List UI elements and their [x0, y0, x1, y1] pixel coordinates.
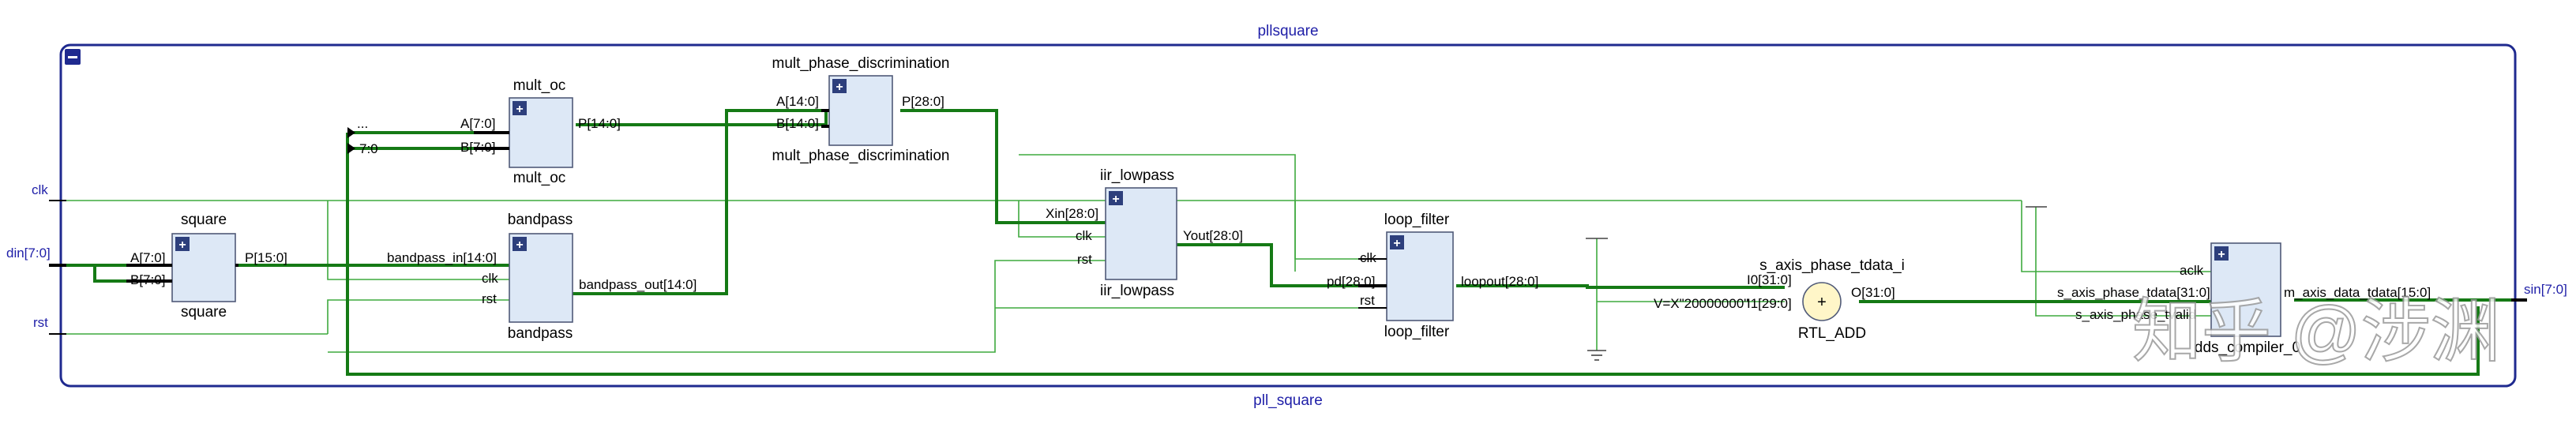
hierarchy-frame: [59, 43, 2517, 388]
svg-text:bandpass: bandpass: [508, 212, 573, 228]
svg-text:s_axis_phase_tvalid: s_axis_phase_tvalid: [2075, 307, 2196, 322]
svg-text:P[14:0]: P[14:0]: [578, 116, 621, 131]
watermark: 知乎 @涉渊: [2132, 292, 2500, 370]
svg-text:loopout[28:0]: loopout[28:0]: [1461, 274, 1538, 289]
block-mult-oc[interactable]: mult_oc + A[7:0] B[7:0] P[14:0] mult_oc: [460, 77, 621, 186]
svg-text:s_axis_phase_tdata_i: s_axis_phase_tdata_i: [1759, 257, 1905, 274]
expand-icon[interactable]: [832, 79, 847, 93]
minus-icon: [68, 56, 77, 58]
svg-text:s_axis_phase_tdata[31:0]: s_axis_phase_tdata[31:0]: [2057, 285, 2210, 300]
net-label: ...: [357, 116, 368, 131]
wire-clk-iir: [1018, 201, 1106, 238]
expand-icon[interactable]: [513, 237, 527, 251]
bus-loopout: [1456, 284, 1785, 289]
bottom-title: pll_square: [1253, 392, 1323, 409]
svg-text:B[7:0]: B[7:0]: [460, 140, 495, 155]
svg-text:square: square: [181, 304, 227, 321]
svg-text:mult_phase_discrimination: mult_phase_discrimination: [772, 55, 950, 72]
svg-text:+: +: [836, 81, 843, 94]
svg-text:Yout[28:0]: Yout[28:0]: [1183, 228, 1243, 243]
svg-text:I1[29:0]: I1[29:0]: [1747, 296, 1792, 311]
svg-text:pd[28:0]: pd[28:0]: [1327, 274, 1375, 289]
svg-text:B[14:0]: B[14:0]: [776, 116, 819, 131]
svg-text:m_axis_data_tdata[15:0]: m_axis_data_tdata[15:0]: [2284, 285, 2431, 300]
svg-text:mult_phase_discrimination: mult_phase_discrimination: [772, 148, 950, 164]
svg-text:A[7:0]: A[7:0]: [130, 250, 165, 265]
svg-text:A[14:0]: A[14:0]: [776, 94, 819, 109]
svg-text:rst: rst: [482, 291, 497, 306]
block-mult-phase-discrimination[interactable]: mult_phase_discrimination + A[14:0] B[14…: [772, 55, 950, 164]
port-sin[interactable]: sin[7:0]: [2511, 282, 2567, 302]
svg-text:bandpass: bandpass: [508, 325, 573, 342]
net-label: 7:0: [359, 141, 378, 156]
plus-icon: +: [1817, 294, 1827, 311]
expand-icon[interactable]: [2214, 246, 2229, 261]
svg-text:rst: rst: [1360, 293, 1375, 308]
port-din[interactable]: din[7:0]: [6, 246, 66, 267]
bus-iir-out: [1177, 243, 1358, 287]
svg-text:mult_oc: mult_oc: [513, 170, 566, 186]
svg-text:sin[7:0]: sin[7:0]: [2524, 282, 2567, 297]
svg-text:I0[31:0]: I0[31:0]: [1747, 272, 1792, 287]
svg-text:square: square: [181, 212, 227, 228]
wire-clk-bandpass: [327, 201, 509, 280]
svg-text:O[31:0]: O[31:0]: [1851, 285, 1895, 300]
svg-text:clk: clk: [32, 182, 48, 197]
svg-text:RTL_ADD: RTL_ADD: [1798, 325, 1866, 342]
bus-bandpass-mult: [565, 109, 837, 295]
svg-text:bandpass_out[14:0]: bandpass_out[14:0]: [579, 277, 697, 292]
wire-rst-bandpass: [327, 299, 509, 334]
bus-feedback: [346, 133, 2480, 376]
const-value: V=X"20000000": [1654, 296, 1748, 311]
wire-clk-loopfilter: [1294, 201, 1358, 260]
svg-text:+: +: [516, 238, 523, 252]
svg-text:P[15:0]: P[15:0]: [245, 250, 287, 265]
svg-text:bandpass_in[14:0]: bandpass_in[14:0]: [387, 250, 497, 265]
block-bandpass[interactable]: bandpass + bandpass_in[14:0] clk rst ban…: [387, 212, 697, 342]
svg-text:dds_compiler_0: dds_compiler_0: [2195, 339, 2300, 356]
bus-din: [62, 264, 126, 283]
collapse-button[interactable]: [65, 49, 81, 65]
block-square[interactable]: square + A[7:0] B[7:0] P[15:0] square: [126, 212, 287, 321]
svg-text:A[7:0]: A[7:0]: [460, 116, 495, 131]
svg-text:+: +: [1112, 193, 1119, 206]
svg-text:+: +: [1393, 237, 1400, 250]
block-loop-filter[interactable]: loop_filter + clk pd[28:0] rst loopout[2…: [1327, 212, 1538, 340]
svg-text:+: +: [178, 238, 186, 252]
expand-icon[interactable]: [513, 101, 527, 115]
svg-text:loop_filter: loop_filter: [1384, 212, 1450, 228]
bus-mult-phase-out: [900, 109, 1106, 224]
svg-text:iir_lowpass: iir_lowpass: [1100, 167, 1174, 184]
port-clk[interactable]: clk: [32, 182, 66, 201]
svg-text:clk: clk: [482, 271, 498, 286]
svg-text:B[7:0]: B[7:0]: [130, 272, 165, 287]
svg-text:clk: clk: [1076, 228, 1092, 243]
top-title: pllsquare: [1257, 23, 1318, 39]
svg-text:+: +: [516, 103, 523, 116]
svg-text:rst: rst: [33, 315, 48, 330]
svg-text:clk: clk: [1360, 250, 1376, 265]
block-iir-lowpass[interactable]: iir_lowpass + Xin[28:0] clk rst Yout[28:…: [1046, 167, 1243, 299]
wire-misc: [1019, 154, 1296, 272]
svg-text:rst: rst: [1077, 252, 1092, 267]
svg-text:+: +: [2217, 248, 2225, 261]
svg-text:iir_lowpass: iir_lowpass: [1100, 283, 1174, 299]
port-rst[interactable]: rst: [33, 315, 66, 335]
expand-icon[interactable]: [175, 237, 190, 251]
wire-clk-dds: [2021, 201, 2211, 272]
svg-text:aclk: aclk: [2180, 263, 2204, 278]
block-dds-1[interactable]: dds_1 + aclk s_axis_phase_tdata[31:0] s_…: [2057, 242, 2431, 356]
svg-text:loop_filter: loop_filter: [1384, 324, 1450, 340]
svg-text:din[7:0]: din[7:0]: [6, 246, 51, 261]
expand-icon[interactable]: [1109, 191, 1123, 205]
svg-text:P[28:0]: P[28:0]: [902, 94, 944, 109]
svg-text:Xin[28:0]: Xin[28:0]: [1046, 206, 1098, 221]
wire-tvalid: [2035, 207, 2211, 317]
svg-text:mult_oc: mult_oc: [513, 77, 566, 94]
block-rtl-add[interactable]: s_axis_phase_tdata_i + I0[31:0] I1[29:0]…: [1654, 257, 1905, 342]
expand-icon[interactable]: [1390, 235, 1404, 249]
wire-rst-iir: [328, 260, 1106, 353]
arrow-icon: [347, 127, 355, 138]
